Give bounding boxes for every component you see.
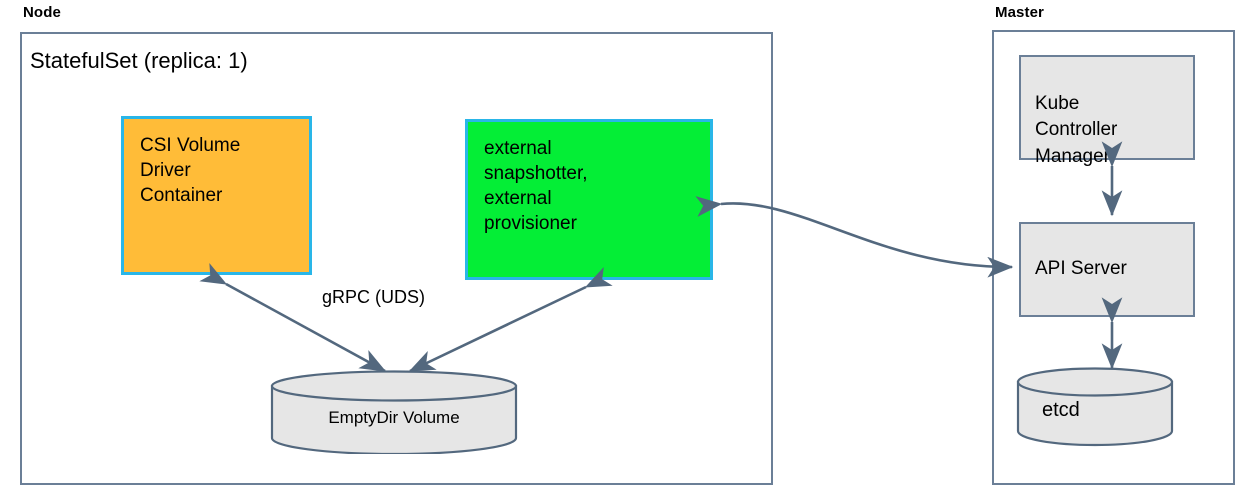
external-snapshotter-provisioner-label: external snapshotter, external provision… <box>484 138 588 235</box>
etcd-shape <box>1016 367 1174 447</box>
kube-controller-manager-box[interactable]: Kube Controller Manager <box>1019 55 1195 167</box>
etcd-cylinder[interactable]: etcd <box>1016 367 1174 447</box>
master-zone-label: Master <box>995 4 1044 21</box>
csi-volume-driver-container-label: CSI Volume Driver Container <box>140 135 241 207</box>
external-snapshotter-provisioner-box[interactable]: external snapshotter, external provision… <box>465 119 713 280</box>
emptydir-volume-cylinder[interactable]: EmptyDir Volume <box>270 370 518 456</box>
node-zone-label: Node <box>23 4 61 21</box>
csi-volume-driver-container-box[interactable]: CSI Volume Driver Container <box>121 116 312 275</box>
grpc-uds-edge-label: gRPC (UDS) <box>322 287 426 307</box>
statefulset-title: StatefulSet (replica: 1) <box>30 48 248 73</box>
api-server-label: API Server <box>1035 258 1127 280</box>
emptydir-volume-shape <box>270 370 518 456</box>
api-server-box[interactable]: API Server <box>1019 222 1195 317</box>
kube-controller-manager-label: Kube Controller Manager <box>1035 93 1118 167</box>
